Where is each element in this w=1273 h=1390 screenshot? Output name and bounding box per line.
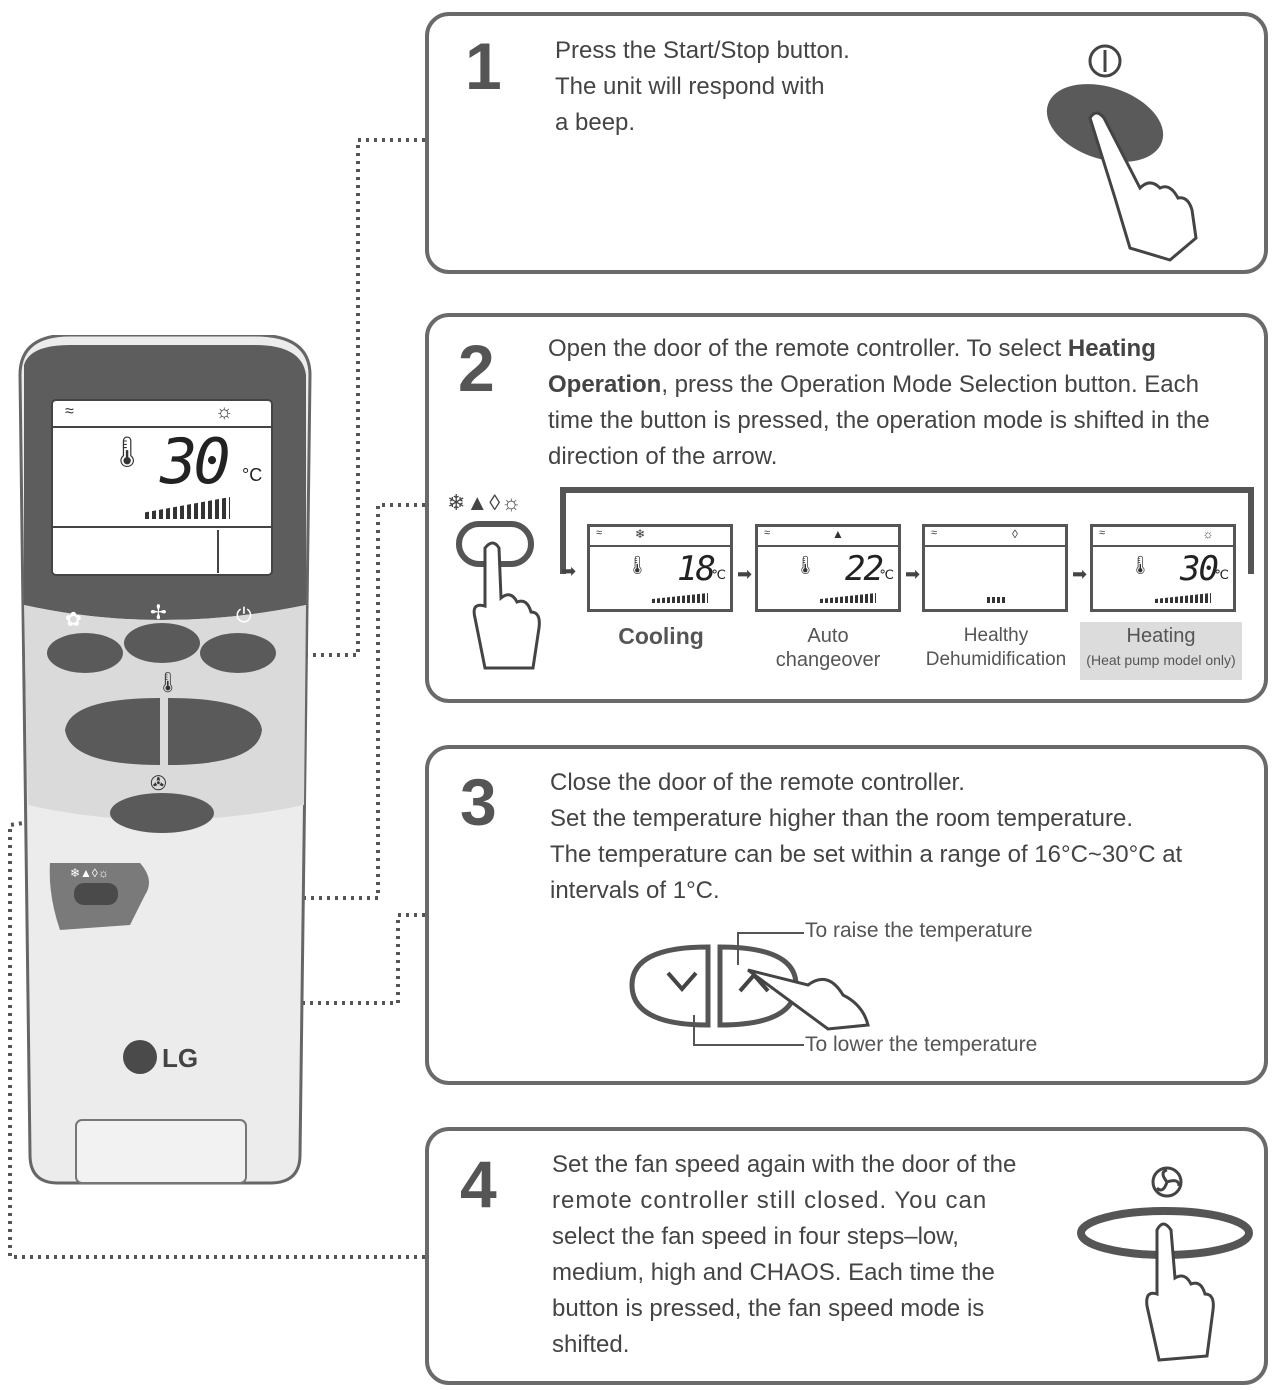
brand-logo: LG: [162, 1043, 199, 1073]
temp-buttons-illustration: [629, 932, 870, 1046]
step1-text: Press the Start/Stop button. The unit wi…: [555, 37, 850, 136]
raise-temp-label: To raise the temperature: [805, 919, 1033, 942]
mode-press-illustration: [456, 521, 541, 670]
swing-icon: ✿: [65, 609, 82, 631]
temp-down-button[interactable]: [65, 698, 160, 765]
remote-controller: ≈ ☼ 🌡 30 °C ✿ ✢ ⏻ 🌡 ✇ ❄▲◊☼ LG: [10, 333, 315, 1185]
remote-fan-icon: ✇: [150, 773, 167, 795]
step2-text: Open the door of the remote controller. …: [548, 335, 1210, 470]
dehumidification-icon: ◊: [1012, 527, 1018, 541]
step4-text: Set the fan speed again with the door of…: [552, 1151, 1017, 1358]
mode-selection-button[interactable]: [74, 883, 118, 905]
mode-label-cooling: Cooling: [618, 623, 704, 649]
lcd-heating: ≈ ☼ 🌡 30 ℃: [1090, 524, 1236, 612]
remote-display-temp: 30: [160, 425, 231, 498]
mode-icons-label: ❄▲◊☼: [447, 490, 523, 515]
fan-press-illustration: [1077, 1166, 1253, 1362]
step3-text: Close the door of the remote controller.…: [550, 769, 1183, 904]
step1-number: 1: [465, 29, 502, 103]
swing-button[interactable]: [47, 633, 123, 673]
start-stop-button[interactable]: [200, 633, 276, 673]
power-icon: ⏻: [236, 605, 252, 627]
step4-number: 4: [460, 1147, 497, 1221]
remote-mode-icons: ❄▲◊☼: [70, 866, 109, 880]
step3-number: 3: [460, 765, 497, 839]
mode-cycle-arrow: [560, 487, 1254, 574]
mode-label-heating: Heating (Heat pump model only): [1080, 622, 1242, 680]
remote-sun-icon: ☼: [215, 401, 234, 423]
lower-temp-label: To lower the temperature: [805, 1033, 1038, 1056]
remote-thermometer-icon: 🌡: [108, 436, 147, 469]
auto-icon: ▲: [832, 527, 844, 541]
step2-number: 2: [458, 331, 495, 405]
cooling-icon: ❄: [634, 527, 646, 541]
jet-button[interactable]: [124, 623, 200, 663]
mode-label-dehumidification: Healthy Dehumidification: [925, 625, 1067, 670]
fan-icon: [1151, 1166, 1183, 1198]
remote-display-unit: °C: [242, 465, 263, 485]
temp-up-button[interactable]: [168, 698, 263, 765]
lcd-cooling: ≈ ❄ 🌡 18 ℃: [587, 524, 733, 612]
heating-icon: ☼: [1202, 527, 1214, 541]
lcd-auto: ≈ ▲ 🌡 22 ℃: [755, 524, 901, 612]
connector-step1: [275, 138, 425, 657]
lcd-dehumidification: ≈ ◊: [922, 524, 1068, 612]
remote-wifi-icon: ≈: [65, 403, 74, 420]
connector-step3: [43, 760, 425, 1005]
fan-speed-button[interactable]: [110, 793, 214, 833]
cycle-arrow-head: ➡: [561, 561, 577, 581]
mode-label-auto: Auto changeover: [775, 625, 881, 671]
press-start-illustration: [1046, 44, 1198, 262]
jet-icon: ✢: [150, 602, 167, 624]
chevron-down-icon: [666, 971, 698, 993]
remote-temp-icon: 🌡: [155, 672, 181, 694]
